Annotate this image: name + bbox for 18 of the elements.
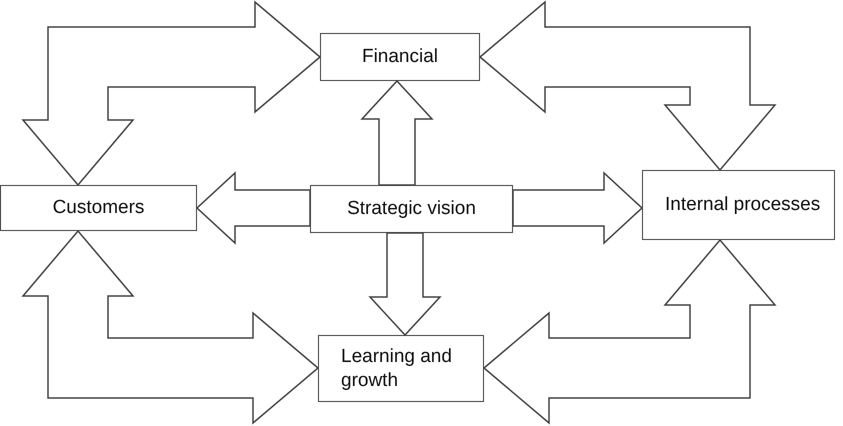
block-arrow	[478, 0, 777, 172]
block-arrow	[21, 0, 322, 186]
process-box	[0, 185, 197, 231]
block-arrow	[482, 238, 777, 425]
box-label: Learning and growth	[341, 344, 453, 392]
block-arrow	[512, 171, 644, 245]
process-box	[310, 185, 513, 233]
box-label: Strategic vision	[347, 197, 476, 221]
box-label: Financial	[362, 45, 438, 69]
box-label: Internal processes	[665, 193, 820, 217]
process-box	[318, 335, 484, 402]
block-arrow	[196, 171, 311, 245]
box-label: Customers	[52, 196, 144, 220]
process-box	[642, 170, 835, 240]
block-arrow	[360, 80, 434, 186]
block-arrow	[368, 232, 442, 336]
block-arrow	[21, 230, 320, 425]
process-box	[320, 33, 480, 81]
